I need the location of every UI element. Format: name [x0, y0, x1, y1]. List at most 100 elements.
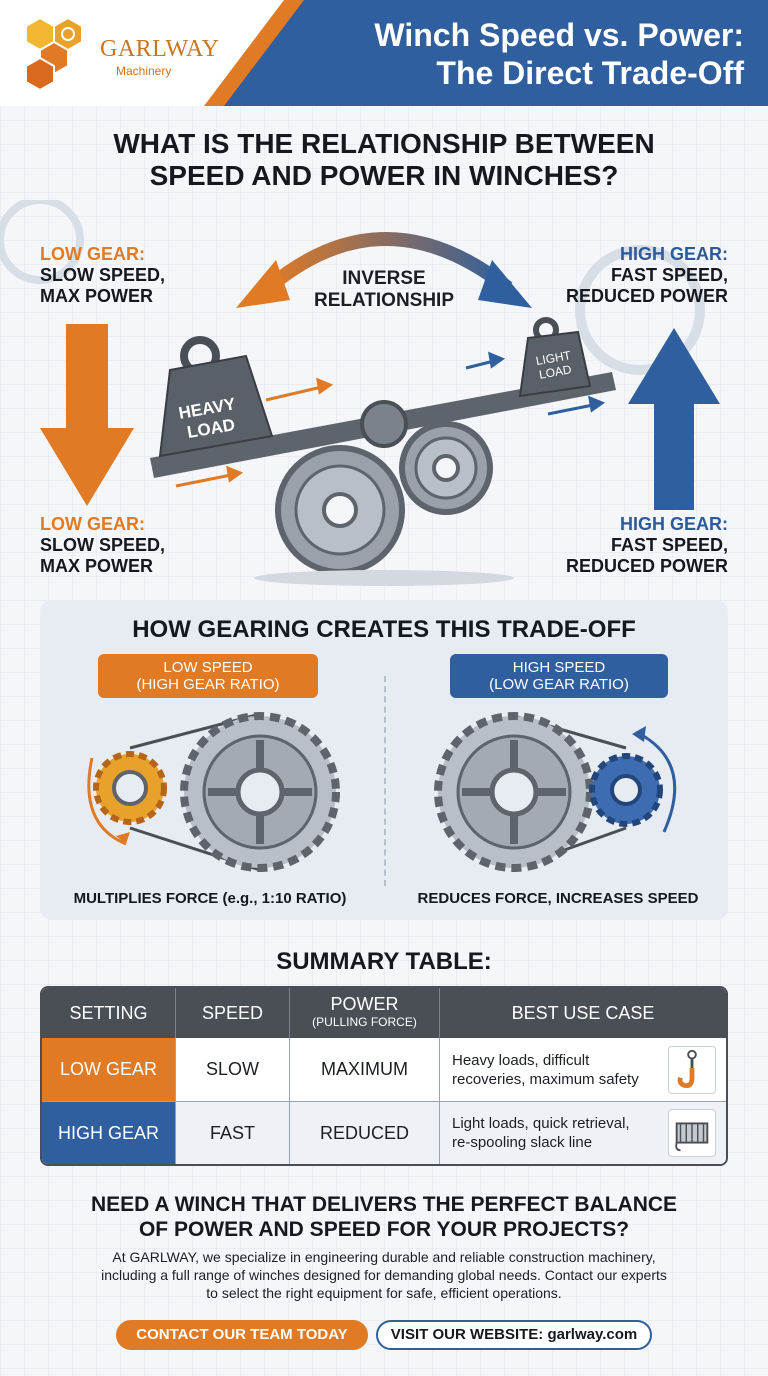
summary-title: SUMMARY TABLE: [276, 948, 492, 975]
row-setting: LOW GEAR [42, 1038, 176, 1101]
brand-logo[interactable]: GARLWAY Machinery [18, 14, 220, 92]
header-band [204, 0, 768, 106]
cta-body-line3: to select the right equipment for safe, … [206, 1285, 562, 1301]
high-speed-pill: HIGH SPEED (LOW GEAR RATIO) [450, 654, 668, 698]
header-power: POWER (PULLING FORCE) [290, 988, 440, 1038]
table-row: LOW GEAR SLOW MAXIMUM Heavy loads, diffi… [42, 1038, 726, 1102]
up-arrow-icon [628, 328, 720, 404]
header-setting: SETTING [42, 988, 176, 1038]
high-gear-desc2: REDUCED POWER [565, 286, 728, 306]
inverse-arc-arrow [263, 232, 513, 294]
low-gear-desc2: MAX POWER [40, 286, 154, 306]
high-gear-desc2-2: REDUCED POWER [565, 556, 728, 576]
brand-name: GARLWAY [100, 36, 220, 62]
high-gear-label-bottom: HIGH GEAR: FAST SPEED, REDUCED POWER [566, 514, 728, 577]
row-use-line2: re-spooling slack line [452, 1134, 593, 1151]
seesaw-diagram: HEAVY LOAD LIGHT LOAD [0, 200, 720, 586]
row-use-line2: recoveries, maximum safety [452, 1070, 639, 1088]
visit-website-button[interactable]: VISIT OUR WEBSITE: garlway.com [376, 1320, 652, 1350]
low-speed-pill-line1: LOW SPEED [163, 659, 253, 676]
light-load-label2: LOAD [538, 362, 573, 382]
low-gear-label-top: LOW GEAR: SLOW SPEED, MAX POWER [40, 244, 165, 307]
cta-title-line2: OF POWER AND SPEED FOR YOUR PROJECTS? [138, 1218, 630, 1241]
cta-body-line1: At GARLWAY, we specialize in engineering… [112, 1249, 656, 1265]
high-speed-caption: REDUCES FORCE, INCREASES SPEED [417, 890, 699, 907]
bg-gear-icon [575, 245, 705, 375]
up-arrow-shaft [654, 402, 694, 510]
force-arrows-blue [465, 351, 606, 416]
low-speed-gear-diagram [87, 712, 340, 872]
high-gear-desc1-2: FAST SPEED, [610, 535, 728, 555]
rotation-arrowhead-icon [116, 832, 130, 844]
panel-divider [384, 676, 386, 886]
header-power-sub: (PULLING FORCE) [312, 1015, 417, 1029]
down-arrow-shaft [66, 324, 108, 430]
page-title-line1: Winch Speed vs. Power: [374, 17, 744, 53]
small-driven-gear-icon [589, 753, 663, 827]
page-title-line2: The Direct Trade-Off [436, 55, 744, 91]
low-gear-heading-2: LOW GEAR: [40, 514, 145, 534]
high-speed-gear-diagram [434, 712, 677, 872]
row-speed: FAST [176, 1102, 290, 1164]
arc-left-arrowhead-icon [236, 260, 290, 308]
table-row: HIGH GEAR FAST REDUCED Light loads, quic… [42, 1102, 726, 1164]
question-line2: SPEED AND POWER IN WINCHES? [149, 160, 619, 191]
pivot-icon [360, 400, 408, 448]
low-speed-pill: LOW SPEED (HIGH GEAR RATIO) [98, 654, 318, 698]
row-speed: SLOW [176, 1038, 290, 1101]
cta-title-line1: NEED A WINCH THAT DELIVERS THE PERFECT B… [90, 1193, 678, 1216]
contact-team-button[interactable]: CONTACT OUR TEAM TODAY [116, 1320, 368, 1350]
low-gear-desc1-2: SLOW SPEED, [40, 535, 166, 555]
row-power: REDUCED [290, 1102, 440, 1164]
question-line1: WHAT IS THE RELATIONSHIP BETWEEN [113, 128, 655, 159]
low-gear-desc2-2: MAX POWER [40, 556, 154, 576]
down-arrow-icon [40, 428, 134, 506]
hexagon-logo-icon [25, 16, 83, 92]
high-gear-desc1: FAST SPEED, [610, 265, 728, 285]
header-power-main: POWER [330, 994, 399, 1014]
high-speed-pill-line2: (LOW GEAR RATIO) [489, 676, 629, 693]
large-drive-gear-icon [434, 712, 594, 872]
row-power: MAXIMUM [290, 1038, 440, 1101]
low-gear-heading: LOW GEAR: [40, 244, 145, 264]
row-use-line1: Light loads, quick retrieval, [452, 1115, 630, 1132]
cta-body-line2: including a full range of winches design… [101, 1267, 667, 1283]
header-speed: SPEED [176, 988, 290, 1038]
light-load-label1: LIGHT [535, 348, 573, 368]
low-gear-desc1: SLOW SPEED, [40, 265, 166, 285]
header-use: BEST USE CASE [511, 1002, 655, 1023]
low-speed-caption: MULTIPLIES FORCE (e.g., 1:10 RATIO) [73, 890, 347, 907]
large-driven-gear-icon [180, 712, 340, 872]
rotation-arrow-orange [87, 757, 127, 846]
gearing-title: HOW GEARING CREATES THIS TRADE-OFF [132, 616, 636, 643]
inverse-relationship-label: INVERSE RELATIONSHIP [294, 268, 474, 312]
inverse-line2: RELATIONSHIP [313, 290, 455, 311]
cta-body: At GARLWAY, we specialize in engineering… [40, 1248, 728, 1302]
large-gear-icon [275, 445, 405, 575]
row-use: Light loads, quick retrieval, re-spoolin… [440, 1102, 726, 1164]
section-question-title: WHAT IS THE RELATIONSHIP BETWEEN SPEED A… [40, 128, 728, 192]
header: GARLWAY Machinery Winch Speed vs. Power:… [0, 0, 768, 106]
hook-icon [668, 1045, 716, 1094]
inverse-line1: INVERSE [342, 268, 426, 289]
arc-right-arrowhead-icon [478, 260, 532, 308]
high-gear-label-top: HIGH GEAR: FAST SPEED, REDUCED POWER [566, 244, 728, 307]
high-gear-heading-2: HIGH GEAR: [620, 514, 728, 534]
bg-gear-icon [0, 200, 84, 284]
low-speed-pill-line2: (HIGH GEAR RATIO) [136, 676, 280, 693]
page-title: Winch Speed vs. Power: The Direct Trade-… [284, 16, 744, 92]
brand-sub: Machinery [116, 64, 172, 78]
table-header-row: SETTING SPEED POWER (PULLING FORCE) BEST… [42, 988, 726, 1038]
heavy-load-weight-icon: HEAVY LOAD [158, 336, 274, 458]
small-drive-gear-icon [93, 751, 167, 825]
small-gear-icon [399, 421, 493, 515]
low-gear-label-bottom: LOW GEAR: SLOW SPEED, MAX POWER [40, 514, 165, 577]
winch-drum-icon [668, 1109, 716, 1157]
rotation-arrow-blue [639, 732, 677, 833]
row-use-line1: Heavy loads, difficult [452, 1051, 590, 1069]
force-arrows-orange [175, 377, 334, 488]
light-load-weight-icon: LIGHT LOAD [518, 317, 592, 398]
rotation-arrowhead-blue-icon [632, 726, 646, 742]
cta-title: NEED A WINCH THAT DELIVERS THE PERFECT B… [30, 1192, 738, 1242]
row-use: Heavy loads, difficult recoveries, maxim… [440, 1038, 726, 1101]
